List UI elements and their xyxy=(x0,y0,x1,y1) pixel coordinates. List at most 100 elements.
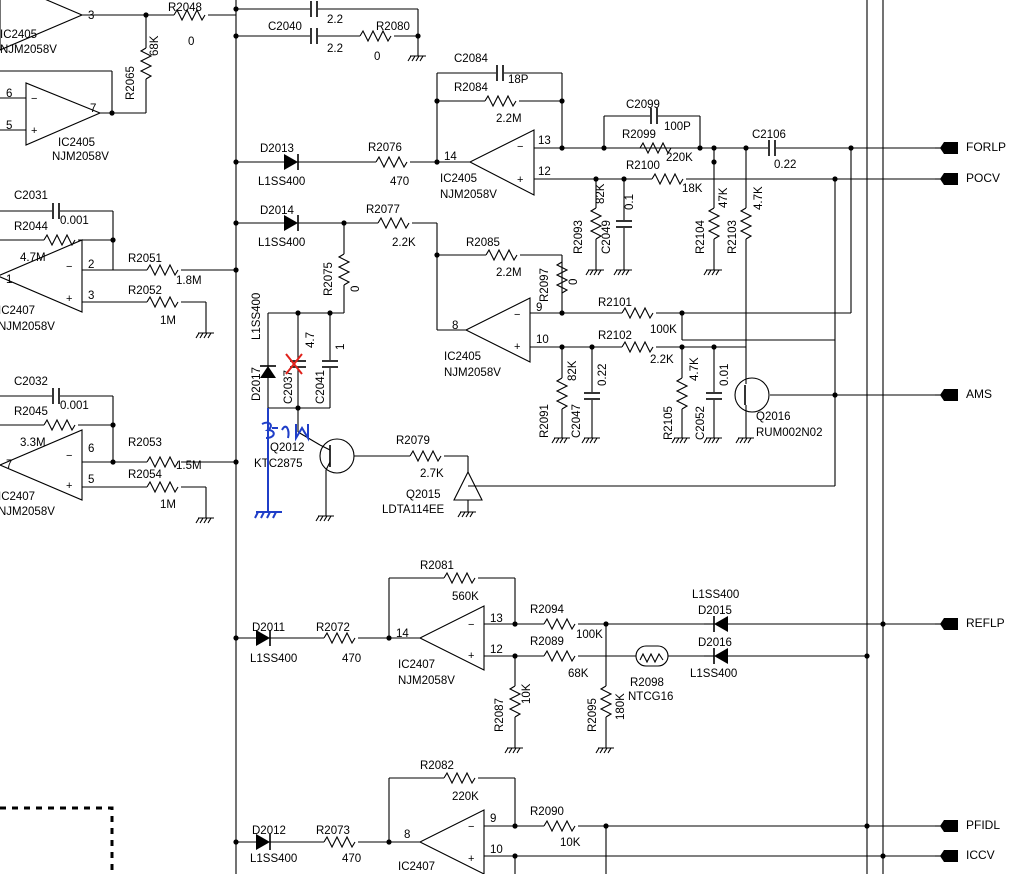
pin-label: 13 xyxy=(538,135,551,147)
opamp-ref: IC2405 xyxy=(0,29,37,41)
opamp-part: NJM2058V xyxy=(398,675,455,687)
cap-ref: C2049 xyxy=(601,220,613,254)
opamp-ref: IC2405 xyxy=(440,173,477,185)
cap-value: 0.22 xyxy=(597,364,609,386)
cap-ref: C2032 xyxy=(14,376,48,388)
resistor-value: 2.7K xyxy=(420,468,444,480)
resistor-ref: R2104 xyxy=(695,220,707,254)
pin-label: 14 xyxy=(444,151,457,163)
pin-label: 9 xyxy=(490,813,496,825)
diode-ref: D2016 xyxy=(698,637,732,649)
cap-value: 0.1 xyxy=(624,194,636,210)
opamp-ref: IC2407 xyxy=(398,659,435,671)
dashed-outline xyxy=(0,806,114,874)
resistor-ref: R2087 xyxy=(494,698,506,732)
resistor-value: 4.7K xyxy=(689,357,701,381)
resistor-value: 100K xyxy=(650,324,677,336)
port-markers xyxy=(935,142,958,862)
resistor-value: 0 xyxy=(188,36,194,48)
transistor-part: KTC2875 xyxy=(254,458,303,470)
resistor-value: 1.5M xyxy=(176,460,202,472)
cap-value: 18P xyxy=(508,74,529,86)
resistor-value: 0 xyxy=(374,51,380,63)
pin-label: 10 xyxy=(490,844,503,856)
diode-ref: D2015 xyxy=(698,605,732,617)
opamp-left-1: − + 6 5 7 IC2405 NJM2058V xyxy=(0,70,146,163)
resistor-value: 2.2K xyxy=(392,237,416,249)
transistor-ref: Q2015 xyxy=(406,489,441,501)
svg-text:−: − xyxy=(517,141,523,153)
resistor-ref: R2080 xyxy=(376,21,410,33)
resistor-ref: R2097 xyxy=(539,268,551,302)
resistor-ref: R2051 xyxy=(128,253,162,265)
opamp-ref: IC2405 xyxy=(444,351,481,363)
rails xyxy=(233,0,884,874)
opamp-part: NJM2058V xyxy=(0,321,55,333)
resistor-ref: R2093 xyxy=(573,220,585,254)
cap-value: 4.7 xyxy=(305,332,317,348)
cap-ref: C2031 xyxy=(14,190,48,202)
handwritten-wire xyxy=(254,408,282,519)
opamp-part: NJM2058V xyxy=(444,367,501,379)
svg-text:+: + xyxy=(66,293,72,305)
q2016-mosfet: Q2016 RUM002N02 xyxy=(734,340,935,486)
resistor-value: 82K xyxy=(567,360,579,381)
diode-ref: D2013 xyxy=(260,143,294,155)
port-forlp: FORLP xyxy=(966,140,1007,154)
c2106: C2106 0.22 xyxy=(752,129,935,340)
resistor-value: 3.3M xyxy=(20,437,46,449)
c2099-r2099: C2099 100P R2099 220K xyxy=(601,99,749,165)
opamp-part: NJM2058V xyxy=(440,189,497,201)
second-path: D2014 L1SS400 R2077 2.2K R2085 2.2M 0 R2… xyxy=(236,204,851,379)
resistor-ref: R2082 xyxy=(420,760,454,772)
port-pocv: POCV xyxy=(966,171,1001,185)
resistor-value: 4.7K xyxy=(753,186,765,210)
resistor-ref: R2105 xyxy=(663,406,675,440)
svg-text:+: + xyxy=(468,853,474,865)
svg-text:+: + xyxy=(66,480,72,492)
svg-text:+: + xyxy=(514,341,520,353)
resistor-value: 10K xyxy=(521,683,533,704)
port-reflp: REFLP xyxy=(966,616,1005,630)
resistor-ref: R2072 xyxy=(316,622,350,634)
opamp-left-2: C2031 0.001 R2044 4.7M − + 1 2 3 R2051 1… xyxy=(0,190,236,339)
resistor-value: 0 xyxy=(568,279,580,285)
cap-value: 0.01 xyxy=(719,364,731,386)
opamp-ref: IC2405 xyxy=(58,137,95,149)
resistor-ref: R2095 xyxy=(587,698,599,732)
opamp-top-left: 3 IC2405 NJM2058V R2048 0 68K R2065 xyxy=(0,0,236,113)
handwritten-value xyxy=(261,421,309,442)
resistor-value: 2.2M xyxy=(496,113,522,125)
resistor-ref: R2052 xyxy=(128,285,162,297)
detector-network: 0 R2075 L1SS400 D2017 4.7 C2037 1 C2041 xyxy=(251,223,362,446)
resistor-ref: R2077 xyxy=(366,204,400,216)
resistor-value: 68K xyxy=(149,35,161,56)
pin-label: 7 xyxy=(6,459,12,471)
cap-value: 0.001 xyxy=(60,215,89,227)
opamp-ref: IC2407 xyxy=(398,861,435,873)
pin-label: 10 xyxy=(536,334,549,346)
resistor-value: 1.8M xyxy=(176,275,202,287)
resistor-value: 2.2M xyxy=(496,267,522,279)
diode-ref: D2012 xyxy=(252,825,286,837)
c2040-r2080-network: 2.2 C2040 2.2 R2080 0 xyxy=(236,1,426,63)
diode-part: L1SS400 xyxy=(690,668,737,680)
pin-label: 7 xyxy=(90,103,96,115)
cap-value: 2.2 xyxy=(327,43,343,55)
resistor-value: 100K xyxy=(576,629,603,641)
resistor-ref: R2076 xyxy=(368,142,402,154)
pin-label: 2 xyxy=(88,259,94,271)
pin-label: 6 xyxy=(6,88,12,100)
svg-text:−: − xyxy=(66,450,72,462)
diode-part: L1SS400 xyxy=(692,589,739,601)
resistor-ref: R2094 xyxy=(530,604,564,616)
resistor-value: 220K xyxy=(452,791,479,803)
strike-mark xyxy=(285,353,303,375)
pin-label: 12 xyxy=(490,644,503,656)
transistor-part: RUM002N02 xyxy=(756,427,822,439)
cap-value: 0.22 xyxy=(774,159,796,171)
resistor-ref: R2053 xyxy=(128,437,162,449)
port-iccv: ICCV xyxy=(966,848,995,862)
